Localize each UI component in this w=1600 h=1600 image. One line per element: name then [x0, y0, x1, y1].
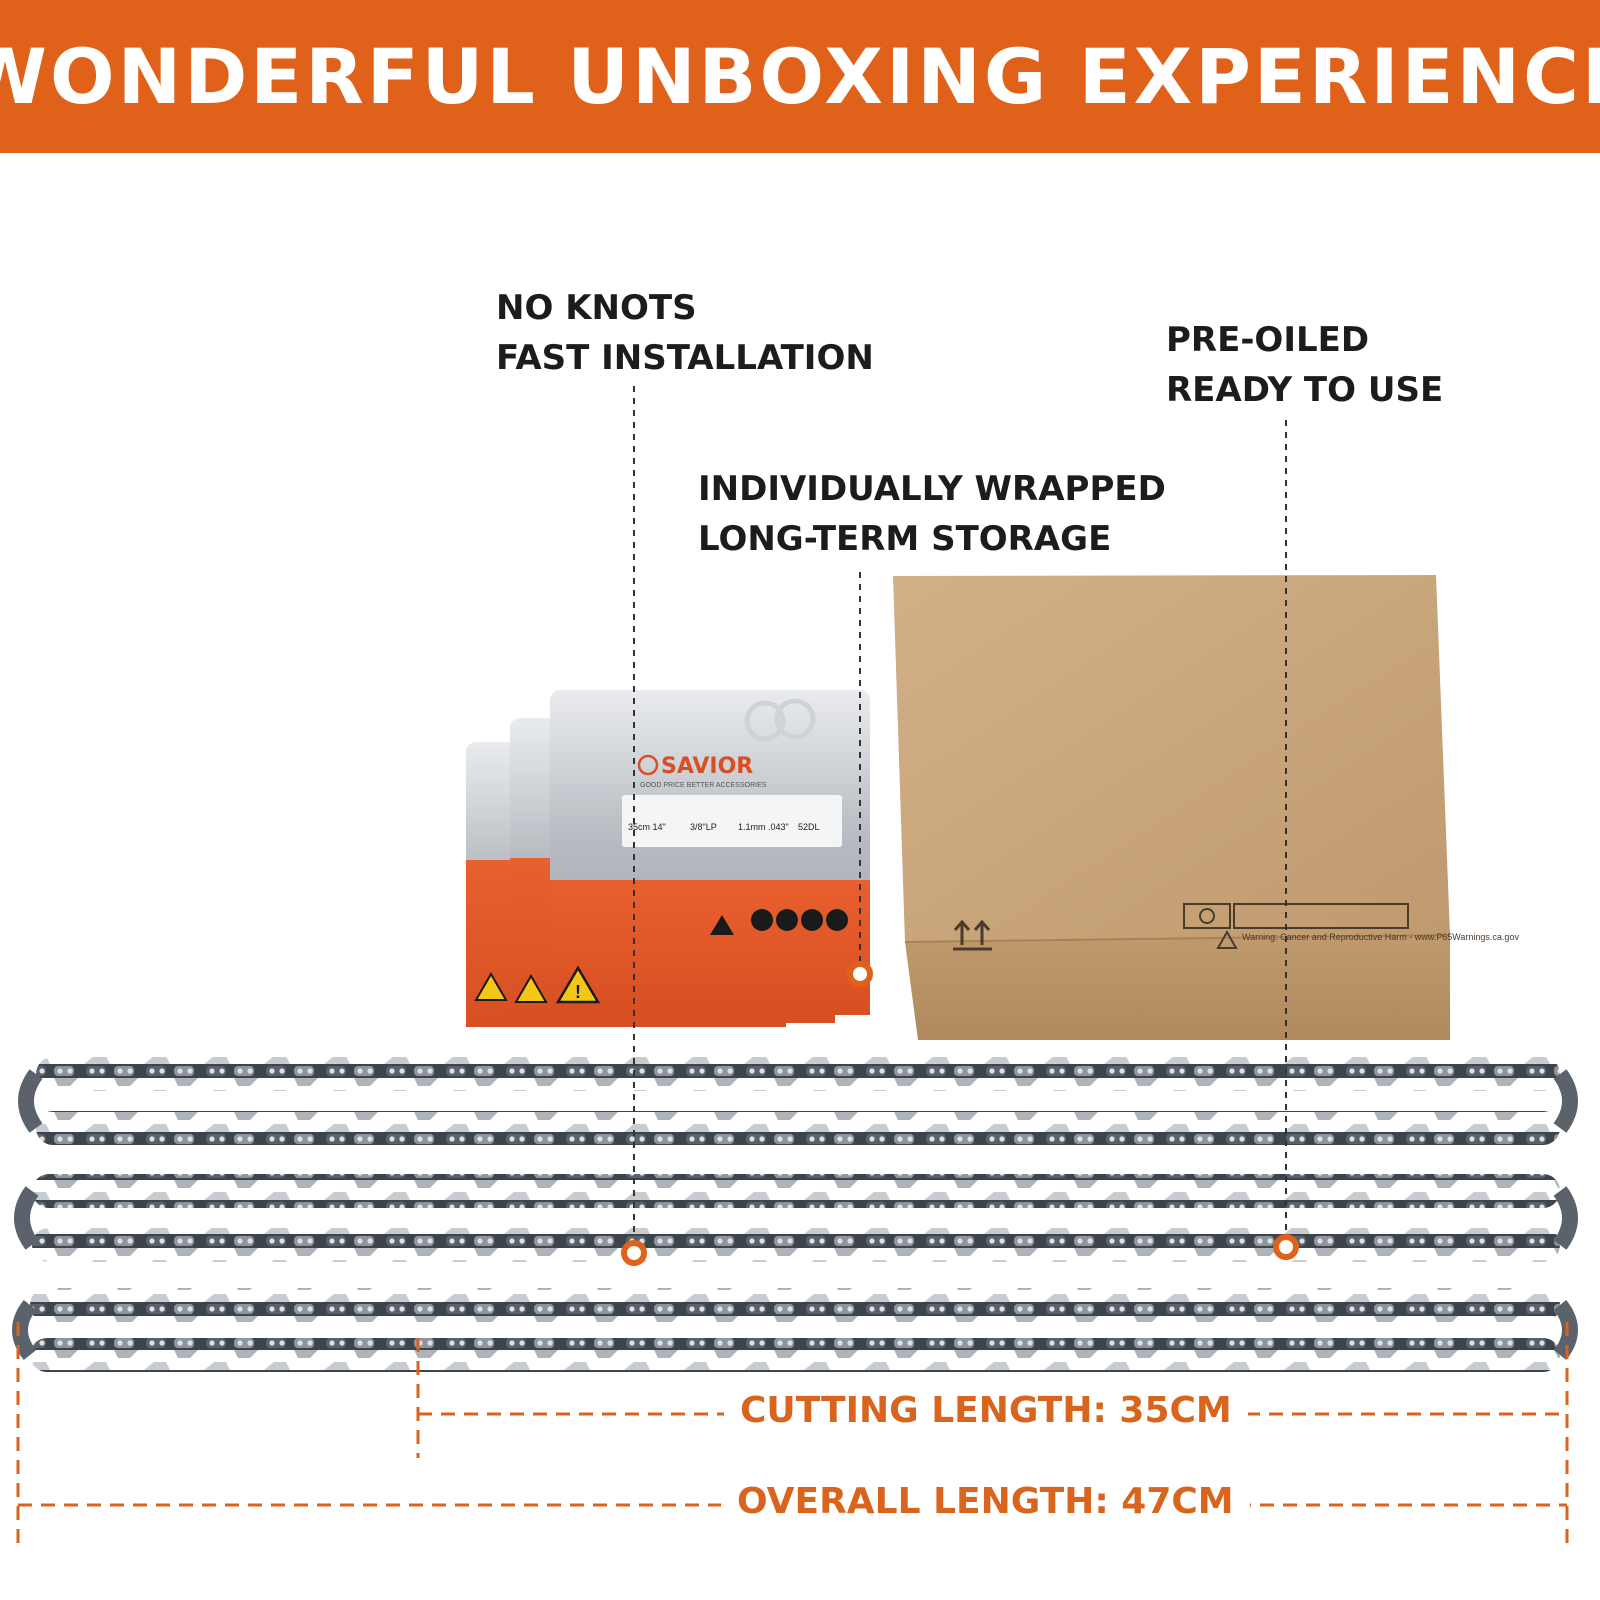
saw-chain-1	[18, 1057, 1578, 1145]
measurement-lines	[16, 1322, 1569, 1545]
safety-gear-icons	[710, 909, 848, 935]
callout-no-knots-line1: NO KNOTS	[496, 288, 697, 328]
warning-sign-icon	[555, 965, 601, 1004]
marker-pre-oiled	[1273, 1234, 1299, 1260]
marker-no-knots	[621, 1240, 647, 1266]
callout-no-knots: NO KNOTS FAST INSTALLATION	[496, 283, 874, 383]
package-spec-1: 35cm 14"	[628, 822, 666, 832]
callout-leaders	[633, 386, 1287, 1235]
page-title: WONDERFUL UNBOXING EXPERIENCE	[0, 32, 1600, 121]
callout-pre-oiled-line1: PRE-OILED	[1166, 320, 1370, 360]
callout-wrapped-line1: INDIVIDUALLY WRAPPED	[698, 469, 1166, 509]
overall-length-label: OVERALL LENGTH: 47CM	[721, 1481, 1250, 1522]
package-brand: SAVIOR	[661, 754, 753, 779]
package-spec-3: 1.1mm .043"	[738, 822, 789, 832]
package-spec-label	[622, 795, 842, 847]
package-spec-4: 52DL	[798, 822, 820, 832]
callout-wrapped-line2: LONG-TERM STORAGE	[698, 519, 1112, 559]
saw-chain-3	[12, 1288, 1578, 1372]
savior-logo-icon	[637, 754, 659, 776]
chain-package-front: SAVIOR GOOD PRICE BETTER ACCESSORIES 35c…	[550, 690, 870, 1015]
warning-triangle-icon	[1216, 929, 1238, 949]
callout-markers	[621, 961, 1299, 1266]
box-warning-text: Warning: Cancer and Reproductive Harm - …	[1242, 932, 1519, 942]
saw-chain-2	[14, 1174, 1578, 1262]
package-spec-2: 3/8"LP	[690, 822, 717, 832]
cutting-length-label: CUTTING LENGTH: 35CM	[724, 1390, 1248, 1431]
marker-wrapped	[847, 961, 873, 987]
svg-text:!: !	[575, 982, 581, 1002]
callout-wrapped: INDIVIDUALLY WRAPPED LONG-TERM STORAGE	[698, 464, 1166, 564]
recycle-icon	[1183, 903, 1409, 929]
callout-no-knots-line2: FAST INSTALLATION	[496, 338, 874, 378]
cardboard-box: Warning: Cancer and Reproductive Harm - …	[893, 575, 1519, 1040]
header-banner: WONDERFUL UNBOXING EXPERIENCE	[0, 0, 1600, 153]
callout-pre-oiled: PRE-OILED READY TO USE	[1166, 315, 1443, 415]
this-way-up-icon	[953, 919, 992, 951]
package-tagline: GOOD PRICE BETTER ACCESSORIES	[640, 782, 767, 789]
callout-pre-oiled-line2: READY TO USE	[1166, 370, 1444, 410]
